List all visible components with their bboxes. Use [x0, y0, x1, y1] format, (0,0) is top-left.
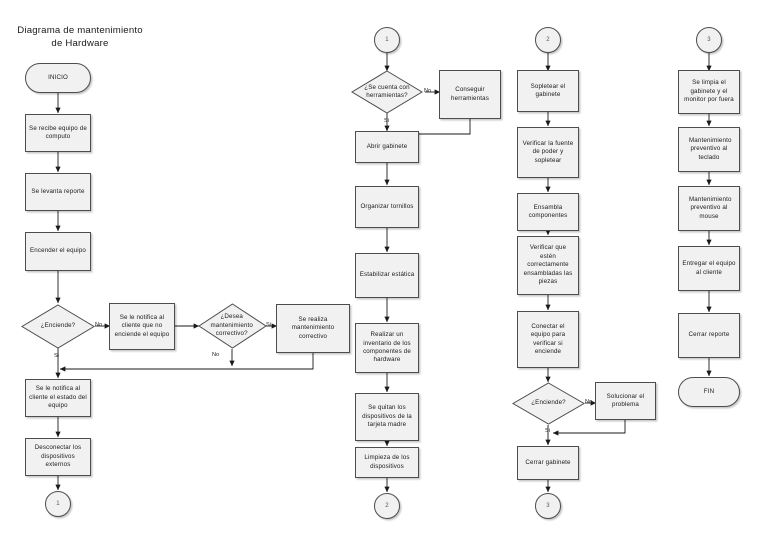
- node-label: Se le notifica al cliente que no enciend…: [114, 313, 170, 338]
- connector-label: 3: [546, 502, 550, 509]
- node-label: Mantenimiento preventivo al mouse: [689, 195, 732, 220]
- node-notifica-no-enciende[interactable]: Se le notifica al cliente que no enciend…: [109, 303, 175, 350]
- node-label: Organizar tornillos: [360, 202, 414, 210]
- node-label: Estabilizar estática: [359, 271, 415, 279]
- edge-label-enciende-si: Si: [54, 353, 59, 359]
- node-label: Verificar la fuente de poder y sopletear: [522, 139, 574, 164]
- node-quitan-dispositivos[interactable]: Se quitan los dispositivos de la tarjeta…: [355, 393, 419, 441]
- node-limpia-gabinete-monitor[interactable]: Se limpia el gabinete y el monitor por f…: [678, 70, 740, 114]
- node-label: Cerrar reporte: [688, 331, 730, 339]
- node-decision-herramientas[interactable]: ¿Se cuenta con herramientas?: [351, 70, 423, 114]
- node-label: Realizar un inventario de los componente…: [363, 331, 411, 364]
- node-label: Se le notifica al cliente el estado del …: [29, 385, 87, 410]
- node-realiza-correctivo[interactable]: Se realiza mantenimiento correctivo: [276, 304, 350, 353]
- node-limpieza-dispositivos[interactable]: Limpieza de los dispositivos: [355, 447, 419, 478]
- diamond-shape: [198, 303, 267, 349]
- node-decision-enciende-2[interactable]: ¿Enciende?: [512, 382, 585, 425]
- node-desconectar-dispositivos[interactable]: Desconectar los dispositivos externos: [25, 438, 91, 476]
- node-ensambla-componentes[interactable]: Ensambla componentes: [517, 193, 579, 231]
- connector-out-1[interactable]: 1: [45, 491, 71, 517]
- node-label: Entregar el equipo al cliente: [682, 260, 736, 276]
- node-notifica-estado[interactable]: Se le notifica al cliente el estado del …: [25, 379, 91, 417]
- diamond-shape: [351, 70, 423, 114]
- node-label: ¿Enciende?: [531, 399, 566, 407]
- connector-in-3[interactable]: 3: [696, 27, 722, 53]
- node-label: Conseguir herramientas: [451, 86, 489, 102]
- node-label: Conectar el equipo para verificar si enc…: [530, 322, 566, 355]
- node-label: Solucionar el problema: [606, 392, 645, 408]
- edge-label-herramientas-si: Si: [384, 118, 389, 124]
- node-entregar-equipo[interactable]: Entregar el equipo al cliente: [678, 246, 740, 291]
- node-label: INICIO: [48, 73, 68, 81]
- node-encender-equipo[interactable]: Encender el equipo: [25, 232, 91, 271]
- connector-out-3[interactable]: 3: [535, 493, 561, 519]
- connector-in-1[interactable]: 1: [374, 27, 400, 53]
- node-label: ¿Se cuenta con herramientas?: [364, 83, 410, 99]
- node-levanta-reporte[interactable]: Se levanta reporte: [25, 173, 91, 211]
- node-sopletear-gabinete[interactable]: Sopletear el gabinete: [517, 70, 579, 112]
- node-verificar-ensamble[interactable]: Verificar que estén correctamente ensamb…: [517, 236, 579, 295]
- node-label: Desconectar los dispositivos externos: [34, 444, 82, 469]
- node-label: Se realiza mantenimiento correctivo: [291, 315, 335, 340]
- node-label: Verificar que estén correctamente ensamb…: [523, 244, 573, 286]
- node-recibe-equipo[interactable]: Se recibe equipo de computo: [25, 114, 91, 152]
- node-inicio[interactable]: INICIO: [25, 63, 91, 93]
- node-label: Cerrar gabinete: [525, 458, 571, 466]
- node-inventario-hardware[interactable]: Realizar un inventario de los componente…: [355, 323, 419, 373]
- node-label: Limpieza de los dispositivos: [364, 454, 410, 470]
- connector-label: 2: [546, 36, 550, 43]
- connector-label: 3: [707, 36, 711, 43]
- node-decision-desea-correctivo[interactable]: ¿Desea mantenimiento correctivo?: [198, 303, 267, 349]
- diamond-shape: [512, 382, 585, 425]
- node-label: Sopletear el gabinete: [530, 82, 566, 98]
- edge-label-enciende-no: No: [95, 322, 103, 328]
- connector-label: 1: [385, 36, 389, 43]
- node-label: FIN: [703, 387, 715, 395]
- edge-label-desea-si: Si: [266, 322, 271, 328]
- connector-label: 1: [56, 500, 60, 507]
- node-fin[interactable]: FIN: [678, 377, 740, 407]
- node-organizar-tornillos[interactable]: Organizar tornillos: [355, 186, 419, 228]
- node-label: Encender el equipo: [29, 247, 87, 255]
- node-abrir-gabinete[interactable]: Abrir gabinete: [355, 131, 419, 163]
- node-label: Se levanta reporte: [31, 187, 85, 195]
- node-label: Ensambla componentes: [528, 203, 568, 219]
- node-label: ¿Enciende?: [40, 322, 76, 330]
- node-label: Se recibe equipo de computo: [29, 124, 87, 140]
- node-label: Se quitan los dispositivos de la tarjeta…: [362, 404, 412, 429]
- page-title: Diagrama de mantenimiento de Hardware: [17, 25, 143, 50]
- node-label: Se limpia el gabinete y el monitor por f…: [684, 79, 734, 104]
- node-verificar-fuente[interactable]: Verificar la fuente de poder y sopletear: [517, 127, 579, 178]
- node-estabilizar-estatica[interactable]: Estabilizar estática: [355, 253, 419, 298]
- node-solucionar-problema[interactable]: Solucionar el problema: [595, 382, 656, 420]
- edge-label-enciende2-no: No: [585, 399, 593, 405]
- node-label: Mantenimiento preventivo al teclado: [689, 136, 732, 161]
- edge-label-desea-no: No: [212, 352, 220, 358]
- diamond-shape: [21, 304, 95, 349]
- node-cerrar-reporte[interactable]: Cerrar reporte: [678, 313, 740, 358]
- node-mantenimiento-mouse[interactable]: Mantenimiento preventivo al mouse: [678, 186, 740, 231]
- node-mantenimiento-teclado[interactable]: Mantenimiento preventivo al teclado: [678, 127, 740, 172]
- node-decision-enciende[interactable]: ¿Enciende?: [21, 304, 95, 349]
- edge-label-enciende2-si: Si: [545, 428, 550, 434]
- edge-label-herramientas-no: No: [424, 88, 432, 94]
- node-label: ¿Desea mantenimiento correctivo?: [210, 313, 254, 338]
- connector-out-2[interactable]: 2: [374, 493, 400, 519]
- node-conectar-verificar[interactable]: Conectar el equipo para verificar si enc…: [517, 311, 579, 368]
- node-cerrar-gabinete[interactable]: Cerrar gabinete: [517, 446, 579, 480]
- node-label: Abrir gabinete: [366, 142, 408, 150]
- connector-in-2[interactable]: 2: [535, 27, 561, 53]
- node-conseguir-herramientas[interactable]: Conseguir herramientas: [439, 70, 501, 119]
- connector-label: 2: [385, 502, 389, 509]
